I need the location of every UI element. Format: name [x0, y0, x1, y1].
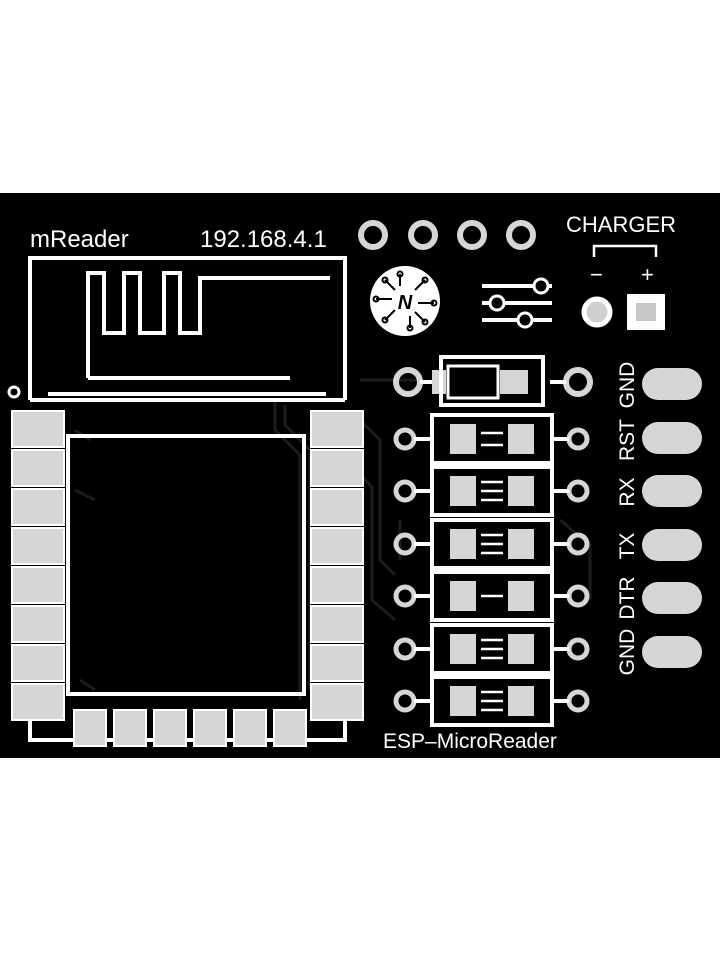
- charger-minus-pad: [581, 296, 613, 328]
- ip-address-label: 192.168.4.1: [200, 226, 327, 253]
- charger-minus-label: −: [590, 262, 603, 287]
- chip-shield-outline: [66, 434, 306, 696]
- resistor-row-3: [393, 518, 590, 570]
- esp-module-outline: [7, 256, 347, 742]
- pin-labels: GND RST RX TX DTR GND: [616, 362, 639, 676]
- pin-label-dtr: DTR: [616, 576, 639, 619]
- logo-letter: N: [398, 292, 413, 314]
- pin-label-gnd: GND: [616, 362, 639, 409]
- pin-label-tx: TX: [616, 533, 639, 560]
- antenna-meander-icon: [48, 271, 330, 396]
- resistor-row-6: [393, 675, 590, 727]
- charger-plus-pad-inner: [636, 303, 656, 321]
- resistor-row-1: [393, 413, 590, 465]
- module-pads-bottom: [73, 709, 307, 747]
- charger-label: CHARGER: [566, 212, 676, 237]
- resistor-row-2: [393, 465, 590, 517]
- edge-pads: [642, 368, 702, 668]
- diode: [393, 355, 593, 407]
- module-pads-left: [11, 410, 65, 721]
- sliders-icon: [482, 277, 552, 329]
- pin-label-rx: RX: [616, 477, 639, 506]
- module-pads-right: [310, 410, 364, 721]
- pin1-marker: [7, 385, 21, 399]
- header-holes: [358, 220, 536, 250]
- resistor-row-4: [393, 570, 590, 622]
- charger-bracket: [592, 244, 658, 257]
- pin-label-rst: RST: [616, 419, 639, 461]
- brand-label: mReader: [30, 226, 129, 253]
- product-label: ESP–MicroReader: [383, 730, 557, 753]
- pin-label-gnd-2: GND: [616, 629, 639, 676]
- charger-plus-label: +: [641, 262, 654, 287]
- resistor-row-5: [393, 623, 590, 675]
- circuit-logo-icon: N: [370, 266, 440, 336]
